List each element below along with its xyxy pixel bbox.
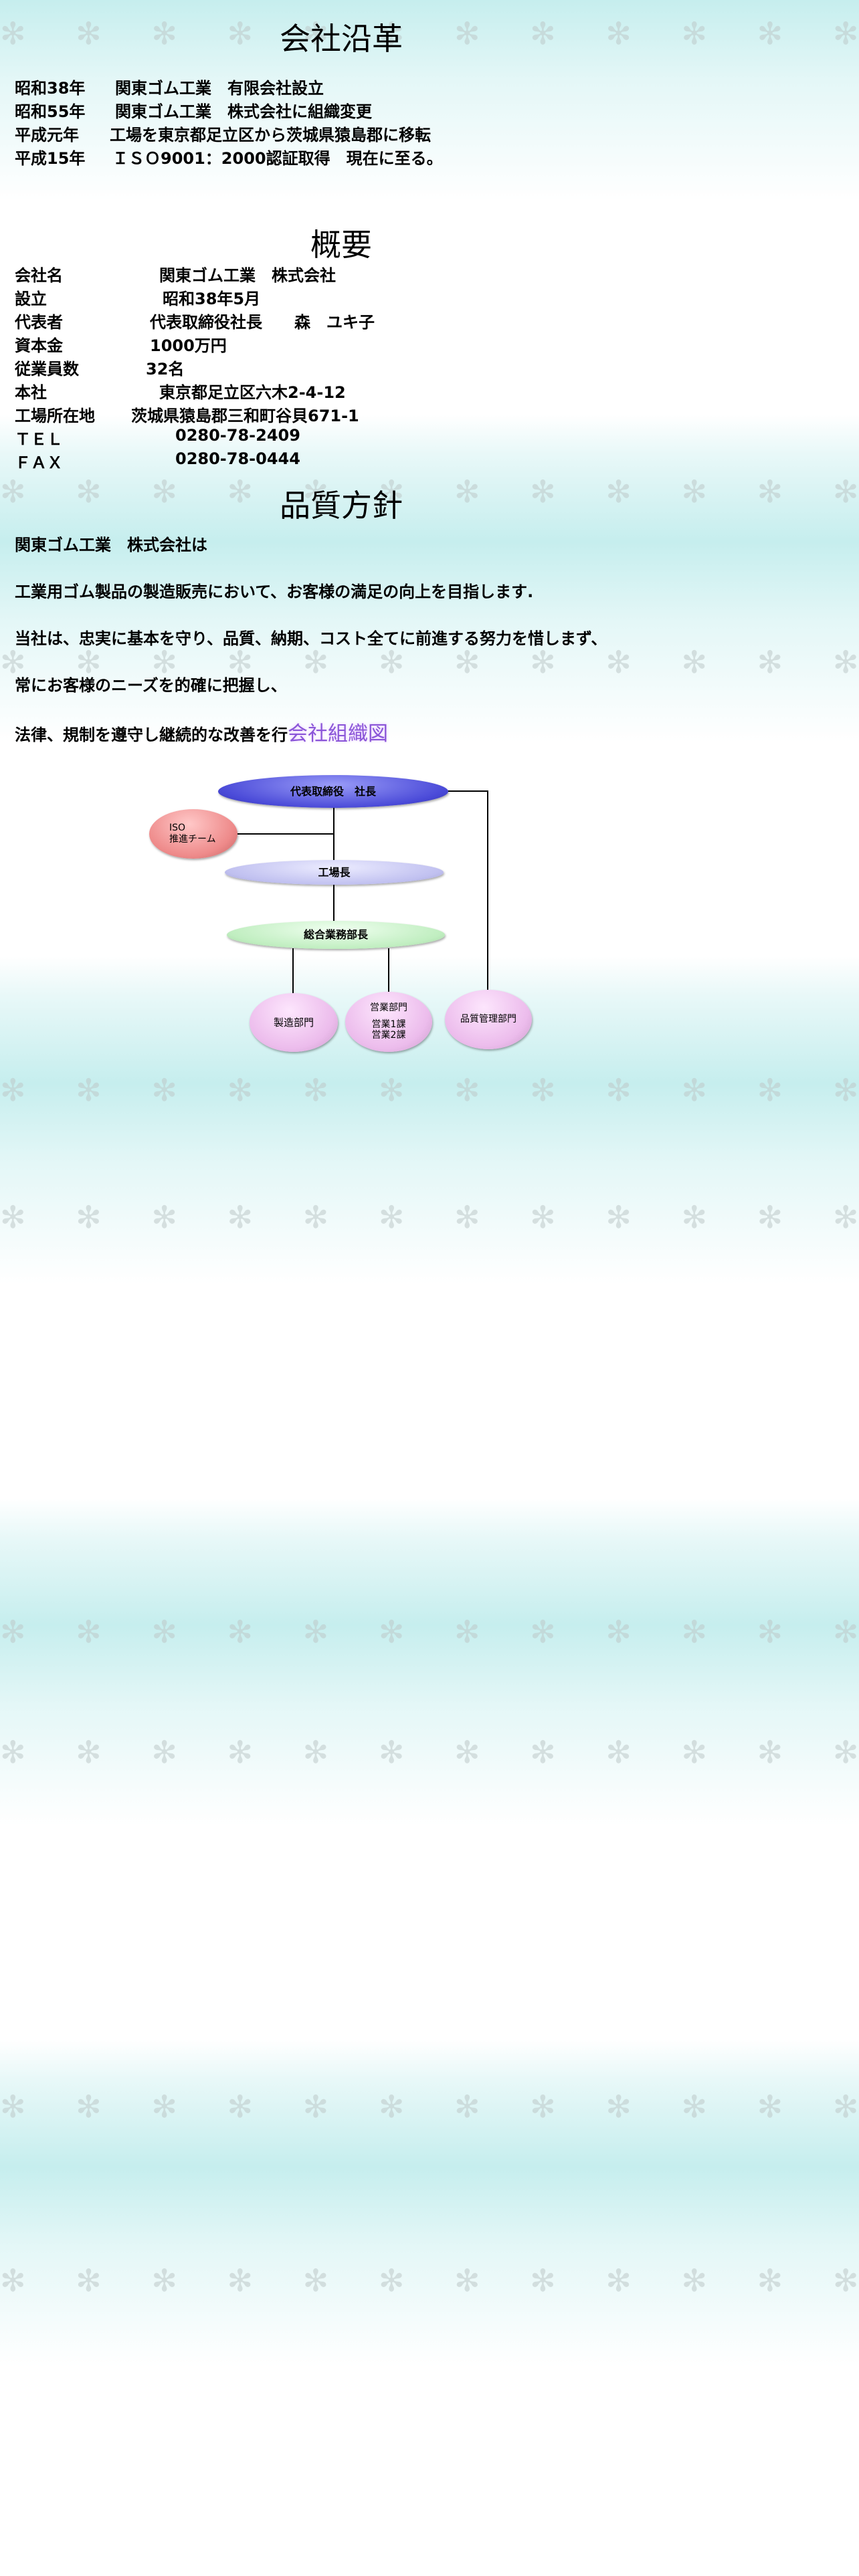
overview-value: 茨城県猿島郡三和町谷貝671-1 (131, 407, 359, 425)
overview-label: 会社名 (15, 266, 63, 285)
org-node-sales: 営業部門 営業1課 営業2課 (345, 992, 432, 1052)
org-node-label: 営業1課 (371, 1018, 406, 1030)
connector-line (292, 948, 294, 994)
history-year: 平成15年 (15, 149, 86, 168)
history-row: 平成15年 ＩＳＯ9001：2000認証取得 現在に至る。 (15, 145, 443, 169)
overview-row: 会社名 関東ゴム工業 株式会社 (15, 262, 336, 286)
connector-line (487, 790, 488, 991)
flower-pattern: ✻ ✻ ✻ ✻ ✻ ✻ ✻ ✻ ✻ ✻ ✻ ✻ ✻ ✻ ✻ (0, 1072, 859, 1108)
flower-pattern: ✻ ✻ ✻ ✻ ✻ ✻ ✻ ✻ ✻ ✻ ✻ ✻ ✻ ✻ ✻ (0, 473, 859, 510)
history-year: 昭和55年 (15, 102, 86, 121)
overview-row: 本社 東京都足立区六木2-4-12 (15, 379, 346, 403)
overview-value: 1000万円 (150, 336, 227, 355)
org-node-quality: 品質管理部門 (445, 990, 532, 1049)
history-row: 昭和55年 関東ゴム工業 株式会社に組織変更 (15, 98, 372, 122)
org-node-label: 製造部門 (273, 1016, 314, 1029)
overview-label: 代表者 (15, 313, 63, 332)
overview-label: ＴＥＬ (15, 430, 63, 449)
policy-line: 工業用ゴム製品の製造販売において、お客様の満足の向上を目指します. (15, 582, 534, 601)
connector-line (237, 833, 335, 835)
overview-title: 概要 (310, 227, 372, 263)
overview-row: 従業員数 32名 (15, 356, 184, 379)
flower-pattern: ✻ ✻ ✻ ✻ ✻ ✻ ✻ ✻ ✻ ✻ ✻ ✻ ✻ ✻ ✻ (0, 1734, 859, 1770)
org-node-label: 代表取締役 社長 (290, 784, 376, 798)
overview-row: 工場所在地 茨城県猿島郡三和町谷貝671-1 (15, 403, 359, 426)
org-node-label: ISO (169, 823, 186, 834)
history-row: 昭和38年 関東ゴム工業 有限会社設立 (15, 75, 324, 98)
overview-row: 資本金 1000万円 (15, 332, 227, 356)
overview-label: 設立 (15, 290, 47, 308)
policy-line: 当社は、忠実に基本を守り、品質、納期、コスト全てに前進する努力を惜しまず、 (15, 629, 607, 648)
org-node-label: 品質管理部門 (460, 1014, 516, 1025)
org-node-general-manager: 総合業務部長 (227, 921, 445, 949)
org-node-label: 総合業務部長 (303, 928, 368, 942)
history-event: 工場を東京都足立区から茨城県猿島郡に移転 (110, 126, 431, 144)
org-node-iso-team: ISO 推進チーム (149, 809, 237, 859)
history-event: 関東ゴム工業 株式会社に組織変更 (115, 102, 372, 121)
org-chart-link[interactable]: 会社組織図 (288, 722, 388, 746)
overview-value: 32名 (146, 360, 185, 379)
overview-label: 本社 (15, 383, 47, 402)
policy-title: 品質方針 (280, 488, 403, 524)
org-node-label: 推進チーム (169, 834, 216, 845)
history-title: 会社沿革 (280, 21, 403, 57)
history-year: 平成元年 (15, 126, 79, 144)
org-node-president: 代表取締役 社長 (218, 775, 448, 808)
org-node-label: 営業2課 (371, 1030, 406, 1041)
org-node-label: 営業部門 (370, 1002, 407, 1013)
overview-row: 代表者 代表取締役社長 森 ユキ子 (15, 309, 375, 332)
org-node-factory-manager: 工場長 (225, 860, 444, 885)
overview-value: 昭和38年5月 (163, 290, 261, 308)
policy-line: 常にお客様のニーズを的確に把握し、 (15, 676, 287, 695)
overview-row: ＴＥＬ 0280-78-2409 (15, 426, 300, 449)
connector-line (333, 884, 335, 922)
flower-pattern: ✻ ✻ ✻ ✻ ✻ ✻ ✻ ✻ ✻ ✻ ✻ ✻ ✻ ✻ ✻ (0, 1614, 859, 1650)
connector-line (447, 790, 488, 792)
overview-value: 関東ゴム工業 株式会社 (159, 266, 336, 285)
history-event: 関東ゴム工業 有限会社設立 (115, 79, 324, 98)
overview-label: ＦＡＸ (15, 453, 63, 472)
org-node-manufacturing: 製造部門 (250, 993, 338, 1052)
flower-pattern: ✻ ✻ ✻ ✻ ✻ ✻ ✻ ✻ ✻ ✻ ✻ ✻ ✻ ✻ ✻ (0, 1199, 859, 1235)
flower-pattern: ✻ ✻ ✻ ✻ ✻ ✻ ✻ ✻ ✻ ✻ ✻ ✻ ✻ ✻ ✻ (0, 2262, 859, 2298)
overview-label: 従業員数 (15, 360, 79, 379)
overview-value: 東京都足立区六木2-4-12 (159, 383, 346, 402)
flower-pattern: ✻ ✻ ✻ ✻ ✻ ✻ ✻ ✻ ✻ ✻ ✻ ✻ ✻ ✻ ✻ (0, 644, 859, 680)
overview-value: 代表取締役社長 森 ユキ子 (150, 313, 375, 332)
history-row: 平成元年 工場を東京都足立区から茨城県猿島郡に移転 (15, 122, 431, 145)
policy-line: 法律、規制を遵守し継続的な改善を行 (15, 726, 288, 744)
org-node-label: 工場長 (318, 865, 351, 879)
overview-value: 0280-78-0444 (175, 449, 300, 468)
overview-value: 0280-78-2409 (175, 426, 300, 445)
connector-line (388, 948, 389, 992)
flower-pattern: ✻ ✻ ✻ ✻ ✻ ✻ ✻ ✻ ✻ ✻ ✻ ✻ ✻ ✻ ✻ (0, 2088, 859, 2125)
history-event: ＩＳＯ9001：2000認証取得 現在に至る。 (112, 149, 443, 168)
policy-line-last: 法律、規制を遵守し継続的な改善を行会社組織図 (15, 717, 388, 746)
overview-label: 資本金 (15, 336, 63, 355)
history-year: 昭和38年 (15, 79, 86, 98)
overview-label: 工場所在地 (15, 407, 95, 425)
overview-row: ＦＡＸ 0280-78-0444 (15, 449, 300, 473)
policy-line: 関東ゴム工業 株式会社は (15, 536, 207, 554)
flower-pattern: ✻ ✻ ✻ ✻ ✻ ✻ ✻ ✻ ✻ ✻ ✻ ✻ ✻ ✻ ✻ (0, 15, 859, 51)
overview-row: 設立 昭和38年5月 (15, 286, 260, 309)
